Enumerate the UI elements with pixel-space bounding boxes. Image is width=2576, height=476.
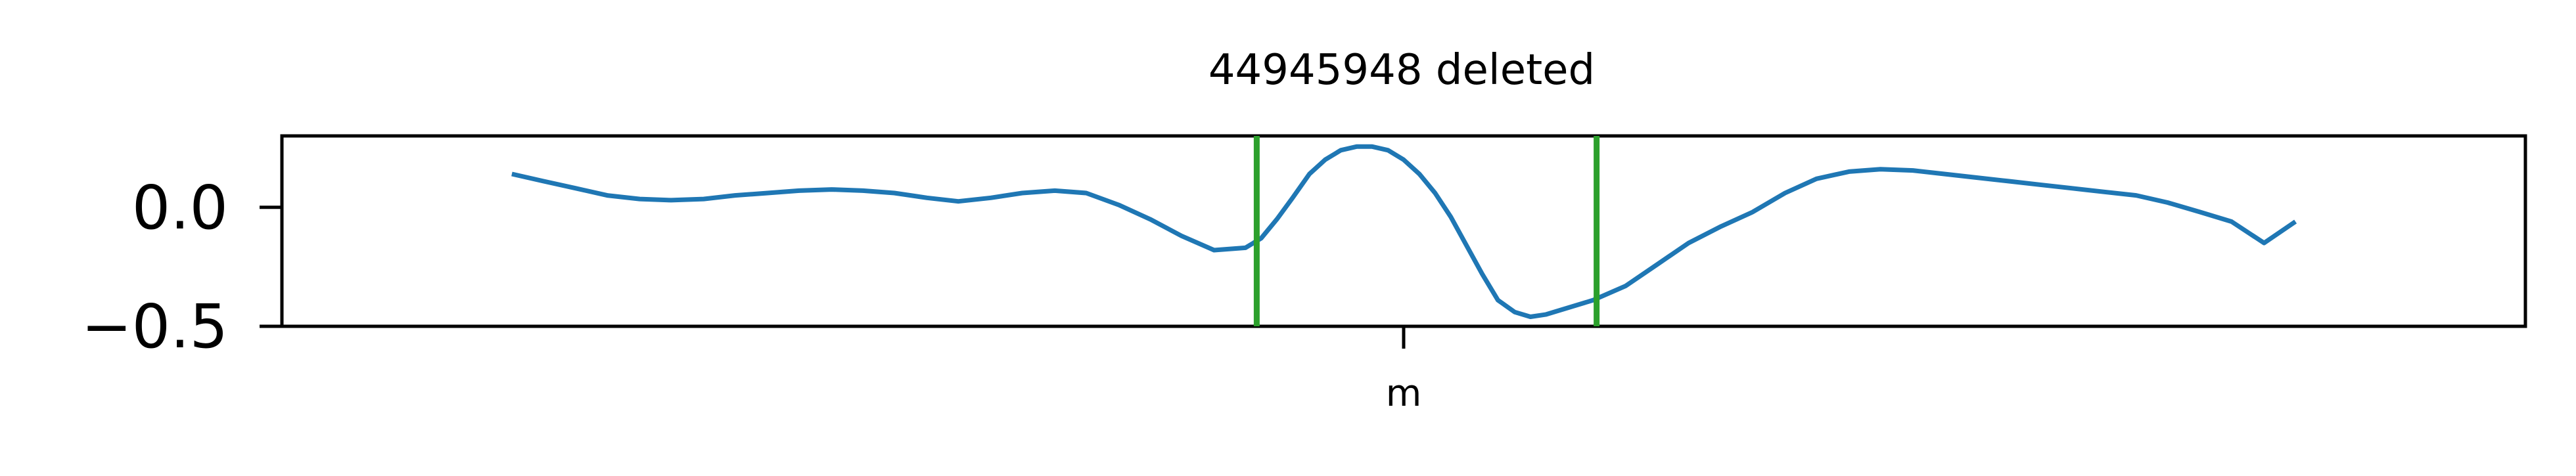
plot-frame — [280, 134, 2527, 328]
chart-title: 44945948 deleted — [1208, 46, 1595, 95]
y-tick-label-0: 0.0 — [132, 173, 228, 243]
x-tick-label-0: m — [1386, 372, 1422, 415]
series-line-0 — [511, 144, 2297, 319]
y-tick-label-1: −0.5 — [81, 292, 228, 362]
chart-marks: 0.0 −0.5 m — [81, 136, 2297, 415]
